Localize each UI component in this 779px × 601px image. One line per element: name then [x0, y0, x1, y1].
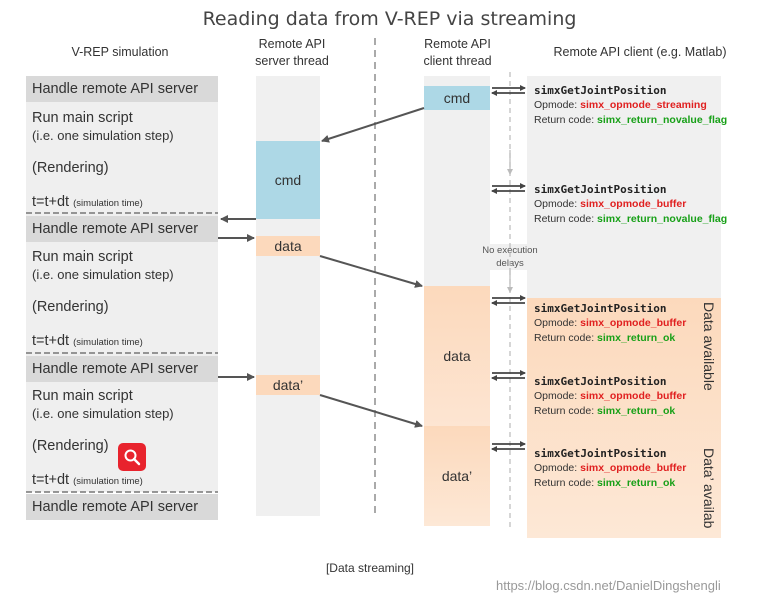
- client-call-2: simxGetJointPosition Opmode: simx_opmode…: [534, 182, 727, 227]
- time-label-3: t=t+dt: [32, 472, 70, 488]
- column-header-server-thread: Remote API server thread: [232, 36, 352, 70]
- client-call-4: simxGetJointPosition Opmode: simx_opmode…: [534, 374, 686, 419]
- run-script-2: Run main script: [32, 249, 133, 265]
- call-2-fn: simxGetJointPosition: [534, 183, 667, 196]
- diagram-caption: [Data streaming]: [325, 561, 415, 575]
- call-2-rc-label: Return code:: [534, 213, 595, 225]
- call-5-opmode: simx_opmode_buffer: [580, 462, 687, 474]
- call-4-opmode: simx_opmode_buffer: [580, 390, 687, 402]
- diagram-title: Reading data from V-REP via streaming: [202, 8, 577, 30]
- rendering-2: (Rendering): [32, 299, 109, 315]
- column-header-simulation: V-REP simulation: [71, 45, 169, 59]
- client-data2-box: data’: [424, 426, 490, 526]
- call-5-fn: simxGetJointPosition: [534, 447, 667, 460]
- handle-server-1: Handle remote API server: [26, 76, 218, 102]
- call-1-rc-label: Return code:: [534, 114, 595, 126]
- arrow-cmd-to-server: [321, 107, 425, 143]
- server-cmd-box: cmd: [256, 141, 320, 219]
- call-3-return-code: simx_return_ok: [597, 332, 676, 344]
- time-label-2: t=t+dt: [32, 333, 70, 349]
- call-3-fn: simxGetJointPosition: [534, 302, 667, 315]
- arrow-data-to-client: [319, 255, 423, 288]
- client-call-1: simxGetJointPosition Opmode: simx_opmode…: [534, 83, 727, 128]
- column-header-client: Remote API client (e.g. Matlab): [553, 45, 727, 59]
- call-2-opmode: simx_opmode_buffer: [580, 198, 687, 210]
- client-cmd-box: cmd: [424, 86, 490, 110]
- call-1-return-code: simx_return_novalue_flag: [597, 114, 728, 126]
- client-column-available: [527, 298, 721, 538]
- time-step-2: t=t+dt (simulation time): [32, 333, 143, 349]
- run-script-sub-1: (i.e. one simulation step): [32, 128, 174, 143]
- run-script-sub-3: (i.e. one simulation step): [32, 406, 174, 421]
- call-5-rc-label: Return code:: [534, 477, 595, 489]
- client-call-3: simxGetJointPosition Opmode: simx_opmode…: [534, 301, 686, 346]
- server-header-line1: Remote API: [258, 37, 326, 51]
- call-1-fn: simxGetJointPosition: [534, 84, 667, 97]
- client-data-box: data: [424, 286, 490, 426]
- column-header-client-thread: Remote API client thread: [395, 36, 520, 70]
- time-label-1: t=t+dt: [32, 194, 70, 210]
- call-4-rc-label: Return code:: [534, 405, 595, 417]
- call-5-return-code: simx_return_ok: [597, 477, 676, 489]
- time-sub-1: (simulation time): [73, 198, 143, 209]
- no-exec-line1: No execution: [482, 245, 538, 256]
- client-column-waiting: [527, 76, 721, 298]
- server-data2-box: data’: [256, 375, 320, 395]
- call-4-op-label: Opmode:: [534, 390, 578, 402]
- run-script-3: Run main script: [32, 388, 133, 404]
- data-available-label: Data available: [701, 302, 717, 391]
- handle-server-3: Handle remote API server: [26, 356, 218, 382]
- client-thread-header-line2: client thread: [423, 54, 492, 68]
- time-step-3: t=t+dt (simulation time): [32, 472, 143, 488]
- rendering-3: (Rendering): [32, 438, 109, 454]
- time-step-1: t=t+dt (simulation time): [32, 194, 143, 210]
- search-icon: [124, 449, 141, 466]
- call-4-return-code: simx_return_ok: [597, 405, 676, 417]
- call-5-op-label: Opmode:: [534, 462, 578, 474]
- client-call-5: simxGetJointPosition Opmode: simx_opmode…: [534, 446, 686, 491]
- watermark: https://blog.csdn.net/DanielDingshengli: [496, 578, 721, 593]
- time-sub-3: (simulation time): [73, 476, 143, 487]
- time-sub-2: (simulation time): [73, 337, 143, 348]
- call-1-op-label: Opmode:: [534, 99, 578, 111]
- handle-server-4: Handle remote API server: [26, 494, 218, 520]
- run-script-sub-2: (i.e. one simulation step): [32, 267, 174, 282]
- call-1-opmode: simx_opmode_streaming: [580, 99, 707, 111]
- server-data-box: data: [256, 236, 320, 256]
- arrow-data2-to-client: [319, 394, 423, 428]
- handle-server-2: Handle remote API server: [26, 216, 218, 242]
- call-3-op-label: Opmode:: [534, 317, 578, 329]
- call-2-return-code: simx_return_novalue_flag: [597, 213, 728, 225]
- call-4-fn: simxGetJointPosition: [534, 375, 667, 388]
- data2-available-label: Data’ availab: [701, 448, 717, 529]
- client-thread-header-line1: Remote API: [424, 37, 491, 51]
- rendering-1: (Rendering): [32, 160, 109, 176]
- call-3-rc-label: Return code:: [534, 332, 595, 344]
- call-3-opmode: simx_opmode_buffer: [580, 317, 687, 329]
- call-2-op-label: Opmode:: [534, 198, 578, 210]
- run-script-1: Run main script: [32, 110, 133, 126]
- zoom-button[interactable]: [118, 443, 146, 471]
- call-arrows: [491, 85, 526, 452]
- server-header-line2: server thread: [255, 54, 329, 68]
